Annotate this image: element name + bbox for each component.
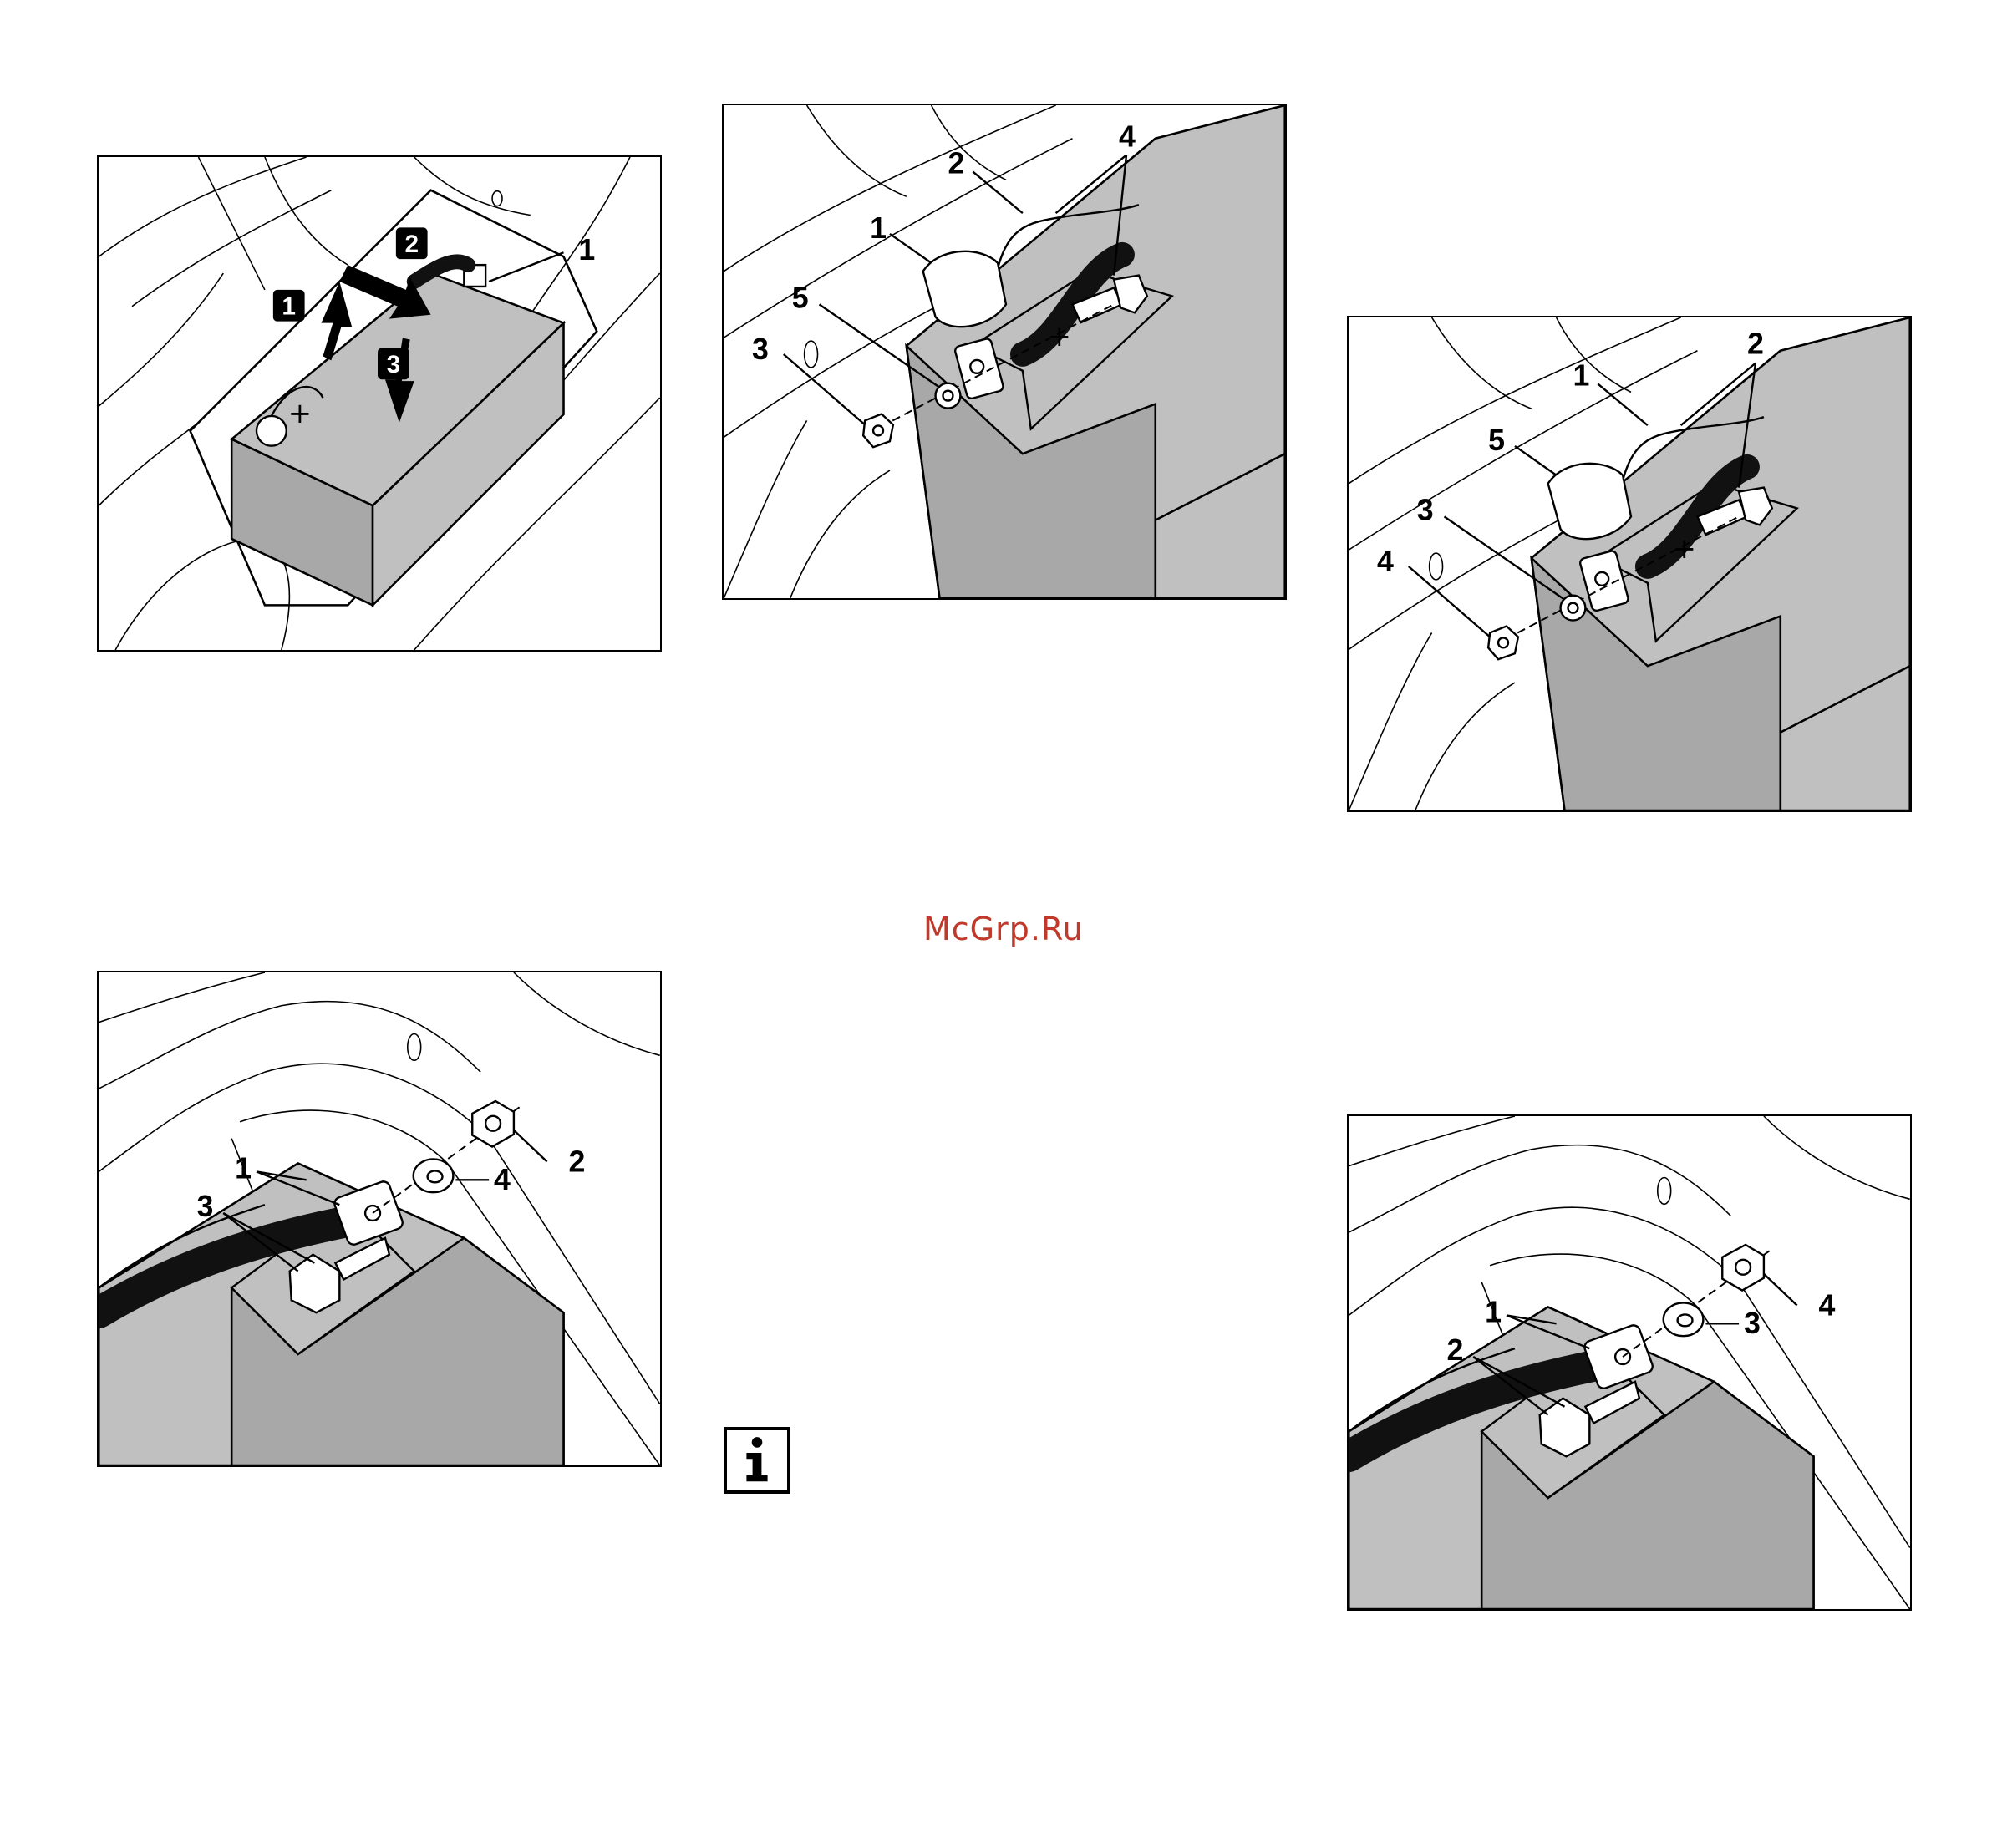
- callout-1: 1: [1485, 1295, 1502, 1328]
- figure-negative-terminal-connect: 1 2 3 4: [1347, 1114, 1912, 1611]
- callout-4: 4: [1119, 120, 1136, 154]
- callout-5: 5: [792, 281, 809, 314]
- battery-removal-drawing: + 1 2 3 1: [99, 157, 660, 650]
- negative-terminal-drawing: 1 2 3 4: [99, 972, 660, 1465]
- figure-positive-terminal: + 1 2 3 4 5: [722, 104, 1287, 600]
- callout-3: 3: [1744, 1307, 1761, 1340]
- callout-3: 3: [1417, 493, 1434, 526]
- polarity-mark: +: [288, 397, 312, 429]
- callout-4: 4: [494, 1163, 511, 1196]
- callout-5: 5: [1488, 424, 1505, 457]
- callout-1: 1: [578, 233, 595, 267]
- negative-terminal-connect-drawing: 1 2 3 4: [1349, 1116, 1910, 1609]
- info-icon: [724, 1427, 790, 1494]
- svg-text:2: 2: [404, 231, 419, 258]
- terminal-cap: [923, 251, 1006, 327]
- callout-4: 4: [1818, 1288, 1835, 1322]
- svg-text:1: 1: [282, 293, 296, 321]
- callout-1: 1: [235, 1151, 252, 1185]
- callout-1: 1: [1573, 358, 1589, 392]
- terminal-cap: [1548, 464, 1631, 539]
- callout-2: 2: [1747, 327, 1764, 361]
- svg-text:3: 3: [387, 351, 401, 378]
- polarity-mark: +: [1673, 532, 1696, 565]
- callout-4: 4: [1377, 545, 1394, 578]
- positive-terminal-connect-drawing: + 1 2 3 4 5: [1349, 317, 1910, 810]
- watermark-text: McGrp.Ru: [923, 911, 1084, 947]
- positive-terminal-drawing: + 1 2 3 4 5: [724, 105, 1285, 598]
- callout-2: 2: [568, 1145, 585, 1178]
- callout-1: 1: [870, 211, 887, 245]
- callout-3: 3: [196, 1190, 213, 1223]
- figure-battery-removal: + 1 2 3 1: [97, 155, 662, 652]
- callout-2: 2: [1446, 1333, 1463, 1367]
- polarity-mark: +: [1048, 320, 1071, 353]
- callout-2: 2: [948, 146, 964, 180]
- figure-negative-terminal: 1 2 3 4: [97, 971, 662, 1467]
- callout-3: 3: [752, 333, 769, 366]
- figure-positive-terminal-connect: + 1 2 3 4 5: [1347, 316, 1912, 812]
